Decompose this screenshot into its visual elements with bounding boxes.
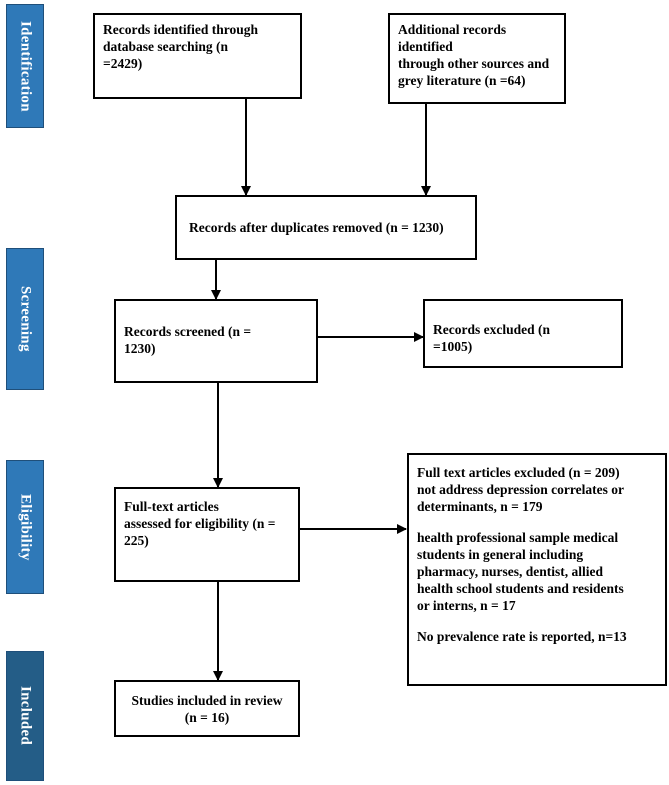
box-line: Studies included in review xyxy=(131,693,283,708)
box-line: Records identified through xyxy=(103,22,259,37)
box-fulltext-excluded: Full text articles excluded (n = 209) no… xyxy=(407,453,667,686)
box-line: assessed for eligibility (n = xyxy=(124,516,276,531)
box-line: identified xyxy=(398,39,453,54)
stage-screening: Screening xyxy=(6,248,44,390)
stage-screening-label: Screening xyxy=(17,286,34,352)
box-line: =2429) xyxy=(103,56,143,71)
box-line: determinants, n = 179 xyxy=(417,499,543,514)
stage-included-label: Included xyxy=(17,686,34,746)
box-line: 1230) xyxy=(124,341,156,356)
box-line: No prevalence rate is reported, n=13 xyxy=(417,629,627,644)
box-line: grey literature (n =64) xyxy=(398,73,526,88)
block-spacer xyxy=(417,614,657,628)
box-excluded: Records excluded (n =1005) xyxy=(423,299,623,368)
box-line: Records after duplicates removed (n = 12… xyxy=(189,220,444,235)
box-line: students in general including xyxy=(417,547,584,562)
box-line: through other sources and xyxy=(398,56,550,71)
box-line: health school students and residents xyxy=(417,581,624,596)
box-included-studies: Studies included in review (n = 16) xyxy=(114,680,300,737)
box-line: Records excluded (n xyxy=(433,322,550,337)
stage-eligibility-label: Eligibility xyxy=(17,493,34,561)
box-fulltext-assessed: Full-text articles assessed for eligibil… xyxy=(114,487,300,582)
stage-eligibility: Eligibility xyxy=(6,460,44,594)
box-screened: Records screened (n = 1230) xyxy=(114,299,318,383)
box-line: health professional sample medical xyxy=(417,530,619,545)
box-line: Additional records xyxy=(398,22,507,37)
box-line: Full-text articles xyxy=(124,499,219,514)
box-line: not address depression correlates or xyxy=(417,482,624,497)
box-other-sources: Additional records identified through ot… xyxy=(388,13,566,104)
box-line: 225) xyxy=(124,533,149,548)
box-after-duplicates: Records after duplicates removed (n = 12… xyxy=(175,195,477,260)
stage-included: Included xyxy=(6,651,44,781)
stage-identification: Identification xyxy=(6,4,44,128)
box-line: pharmacy, nurses, dentist, allied xyxy=(417,564,604,579)
stage-identification-label: Identification xyxy=(17,20,34,112)
box-line: database searching (n xyxy=(103,39,229,54)
box-line: =1005) xyxy=(433,339,473,354)
box-line: or interns, n = 17 xyxy=(417,598,516,613)
box-line: (n = 16) xyxy=(184,710,230,725)
block-spacer xyxy=(417,515,657,529)
box-line: Records screened (n = xyxy=(124,324,252,339)
box-line: Full text articles excluded (n = 209) xyxy=(417,465,620,480)
box-database-search: Records identified through database sear… xyxy=(93,13,302,99)
